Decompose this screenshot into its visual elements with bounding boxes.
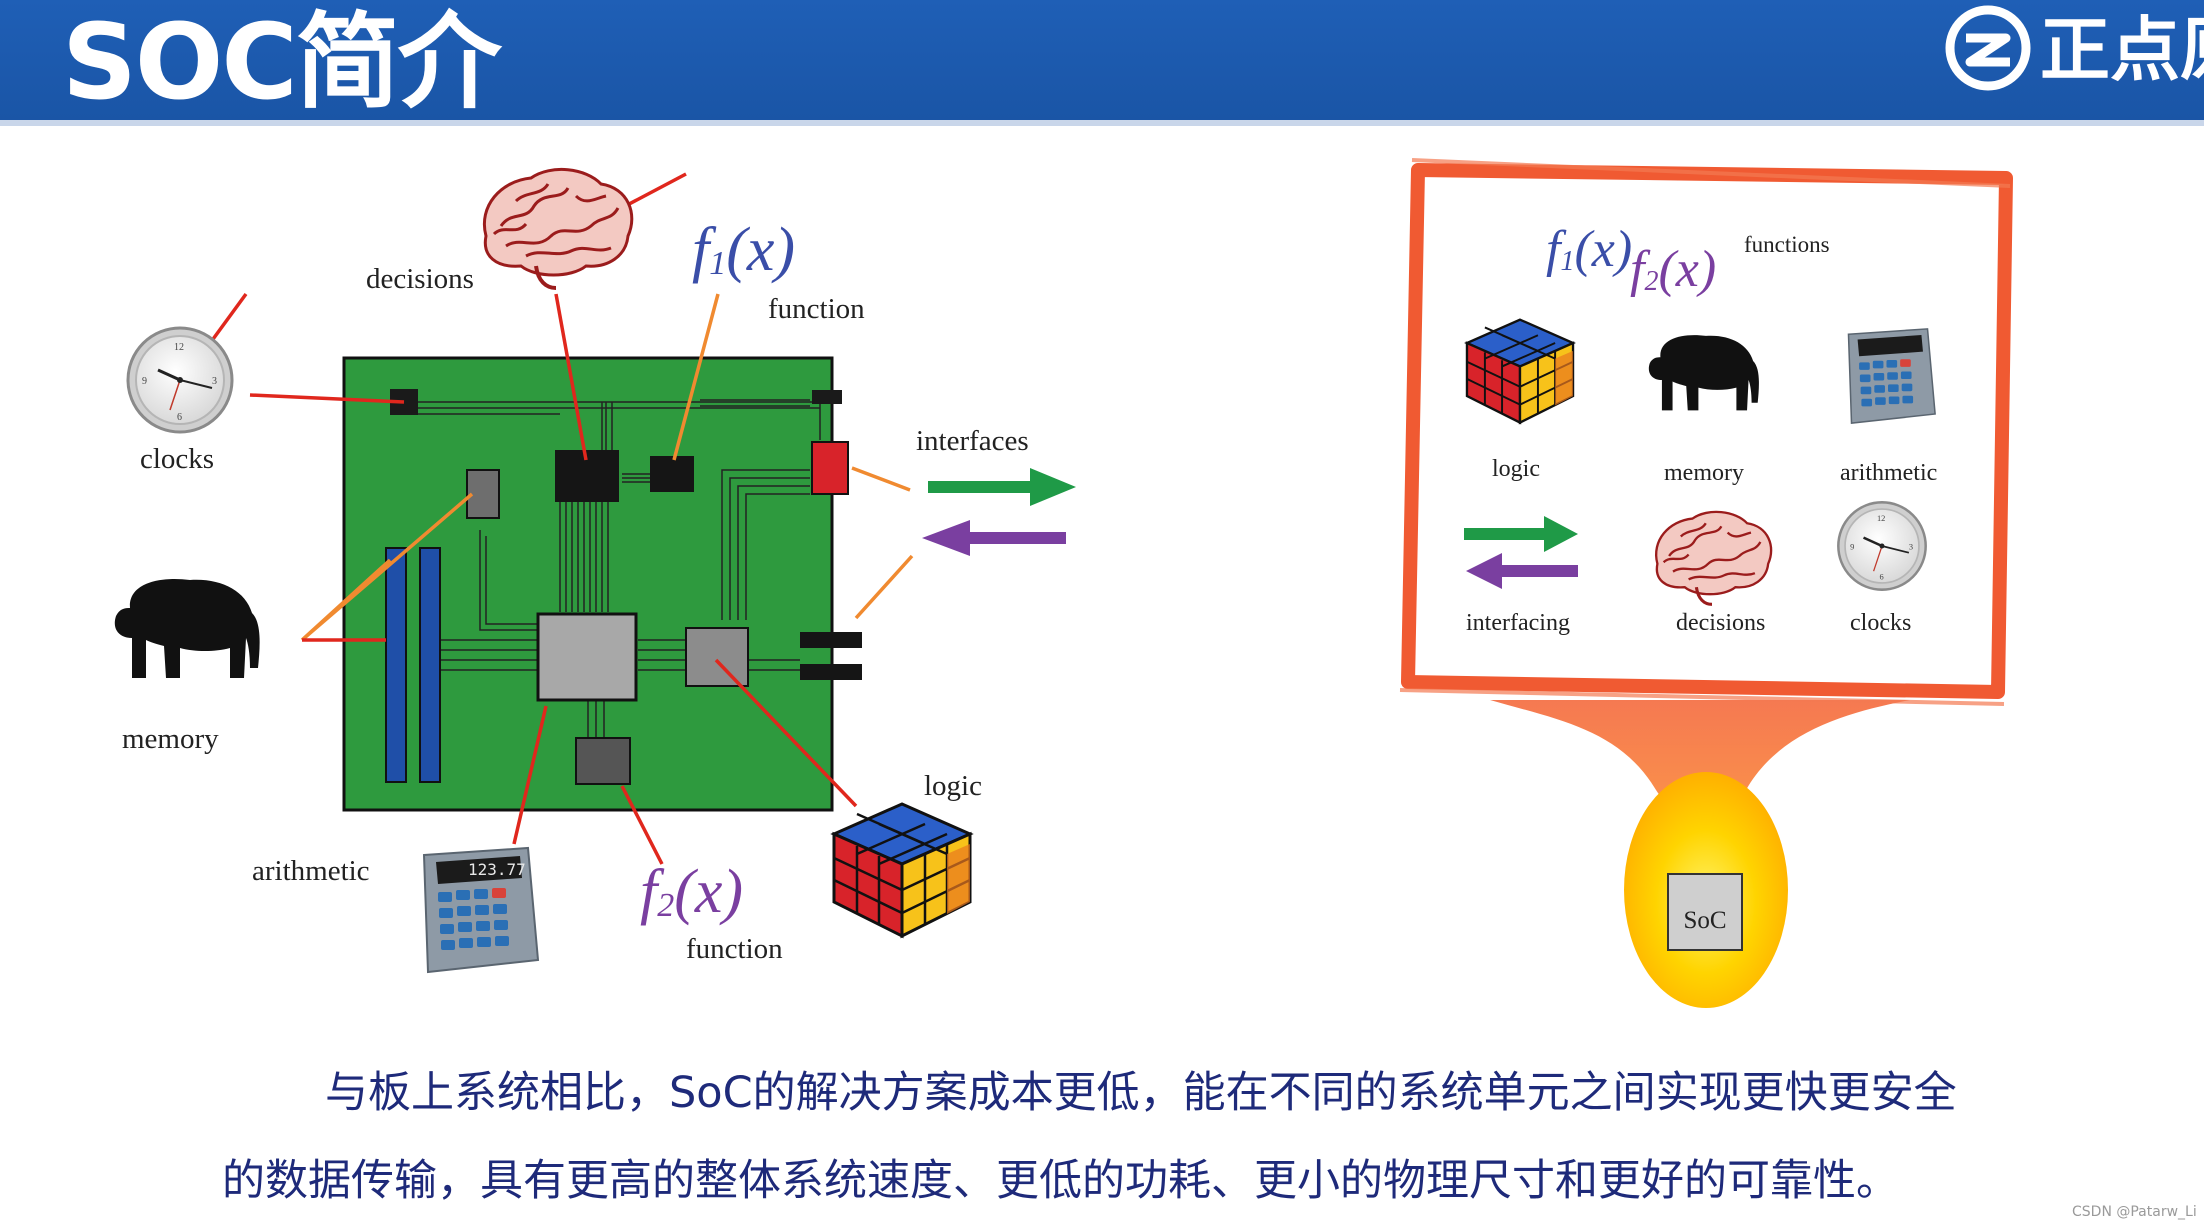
label-clocks: clocks: [1850, 610, 1911, 636]
label-logic: logic: [924, 770, 982, 802]
soc-chip-label: SoC: [1683, 907, 1726, 934]
elephant-icon: [114, 578, 260, 678]
arrow-right-icon: [1464, 516, 1578, 552]
label-function-top: function: [768, 293, 865, 325]
logic-chip: [685, 627, 749, 687]
watermark: CSDN @Patarw_Li: [2072, 1204, 2197, 1220]
interface-connector-1: [800, 632, 862, 648]
title-bar-divider: [0, 120, 2204, 126]
memory-slot-1: [385, 547, 407, 783]
small-memory-chip: [466, 469, 500, 519]
calculator-icon: 123.77: [423, 847, 539, 973]
caption-line-2: 的数据传输，具有更高的整体系统速度、更低的功耗、更小的物理尺寸和更好的可靠性。: [222, 1156, 1899, 1206]
label-arithmetic: arithmetic: [252, 855, 370, 887]
f2-function-label: f2(x): [1630, 241, 1716, 298]
label-function-bottom: function: [686, 933, 783, 965]
title-bar: [0, 0, 2204, 120]
label-memory: memory: [1664, 460, 1744, 486]
clock-icon: [1837, 501, 1927, 591]
small-chip: [812, 390, 842, 404]
clock-icon: [126, 326, 234, 434]
label-memory: memory: [122, 723, 219, 755]
caption-line-1: 与板上系统相比，SoC的解决方案成本更低，能在不同的系统单元之间实现更快更安全: [325, 1068, 1957, 1118]
calculator-icon: [1847, 328, 1936, 424]
arrow-left-icon: [922, 520, 1066, 556]
f1-function-label: f1(x): [692, 216, 795, 284]
f1-function-label: f1(x): [1546, 221, 1632, 278]
memory-slot-2: [419, 547, 441, 783]
arithmetic-chip: [575, 737, 631, 785]
label-logic: logic: [1492, 456, 1540, 482]
label-decisions: decisions: [366, 263, 474, 295]
brand-logo-icon: [1945, 5, 2031, 91]
soc-chip: [1667, 873, 1743, 951]
label-interfaces: interfaces: [916, 425, 1029, 457]
slide-title: SOC简介: [62, 1, 502, 123]
label-functions: functions: [1744, 232, 1830, 257]
interface-connector-2: [800, 664, 862, 680]
function-chip: [650, 456, 694, 492]
processor-chip: [536, 612, 638, 702]
label-interfacing: interfacing: [1466, 610, 1570, 636]
label-arithmetic: arithmetic: [1840, 460, 1937, 486]
interface-port: [811, 441, 849, 495]
brand-logo-text: 正点原: [2040, 9, 2204, 91]
label-decisions: decisions: [1676, 610, 1765, 636]
board-diagram: [342, 356, 862, 812]
rubiks-cube-icon: [832, 802, 972, 938]
arrow-left-icon: [1466, 553, 1578, 589]
brain-icon: [482, 167, 634, 290]
f2-function-label: f2(x): [640, 858, 743, 926]
label-clocks: clocks: [140, 443, 214, 475]
calculator-display: 123.77: [468, 860, 526, 879]
arrow-right-icon: [928, 468, 1076, 506]
